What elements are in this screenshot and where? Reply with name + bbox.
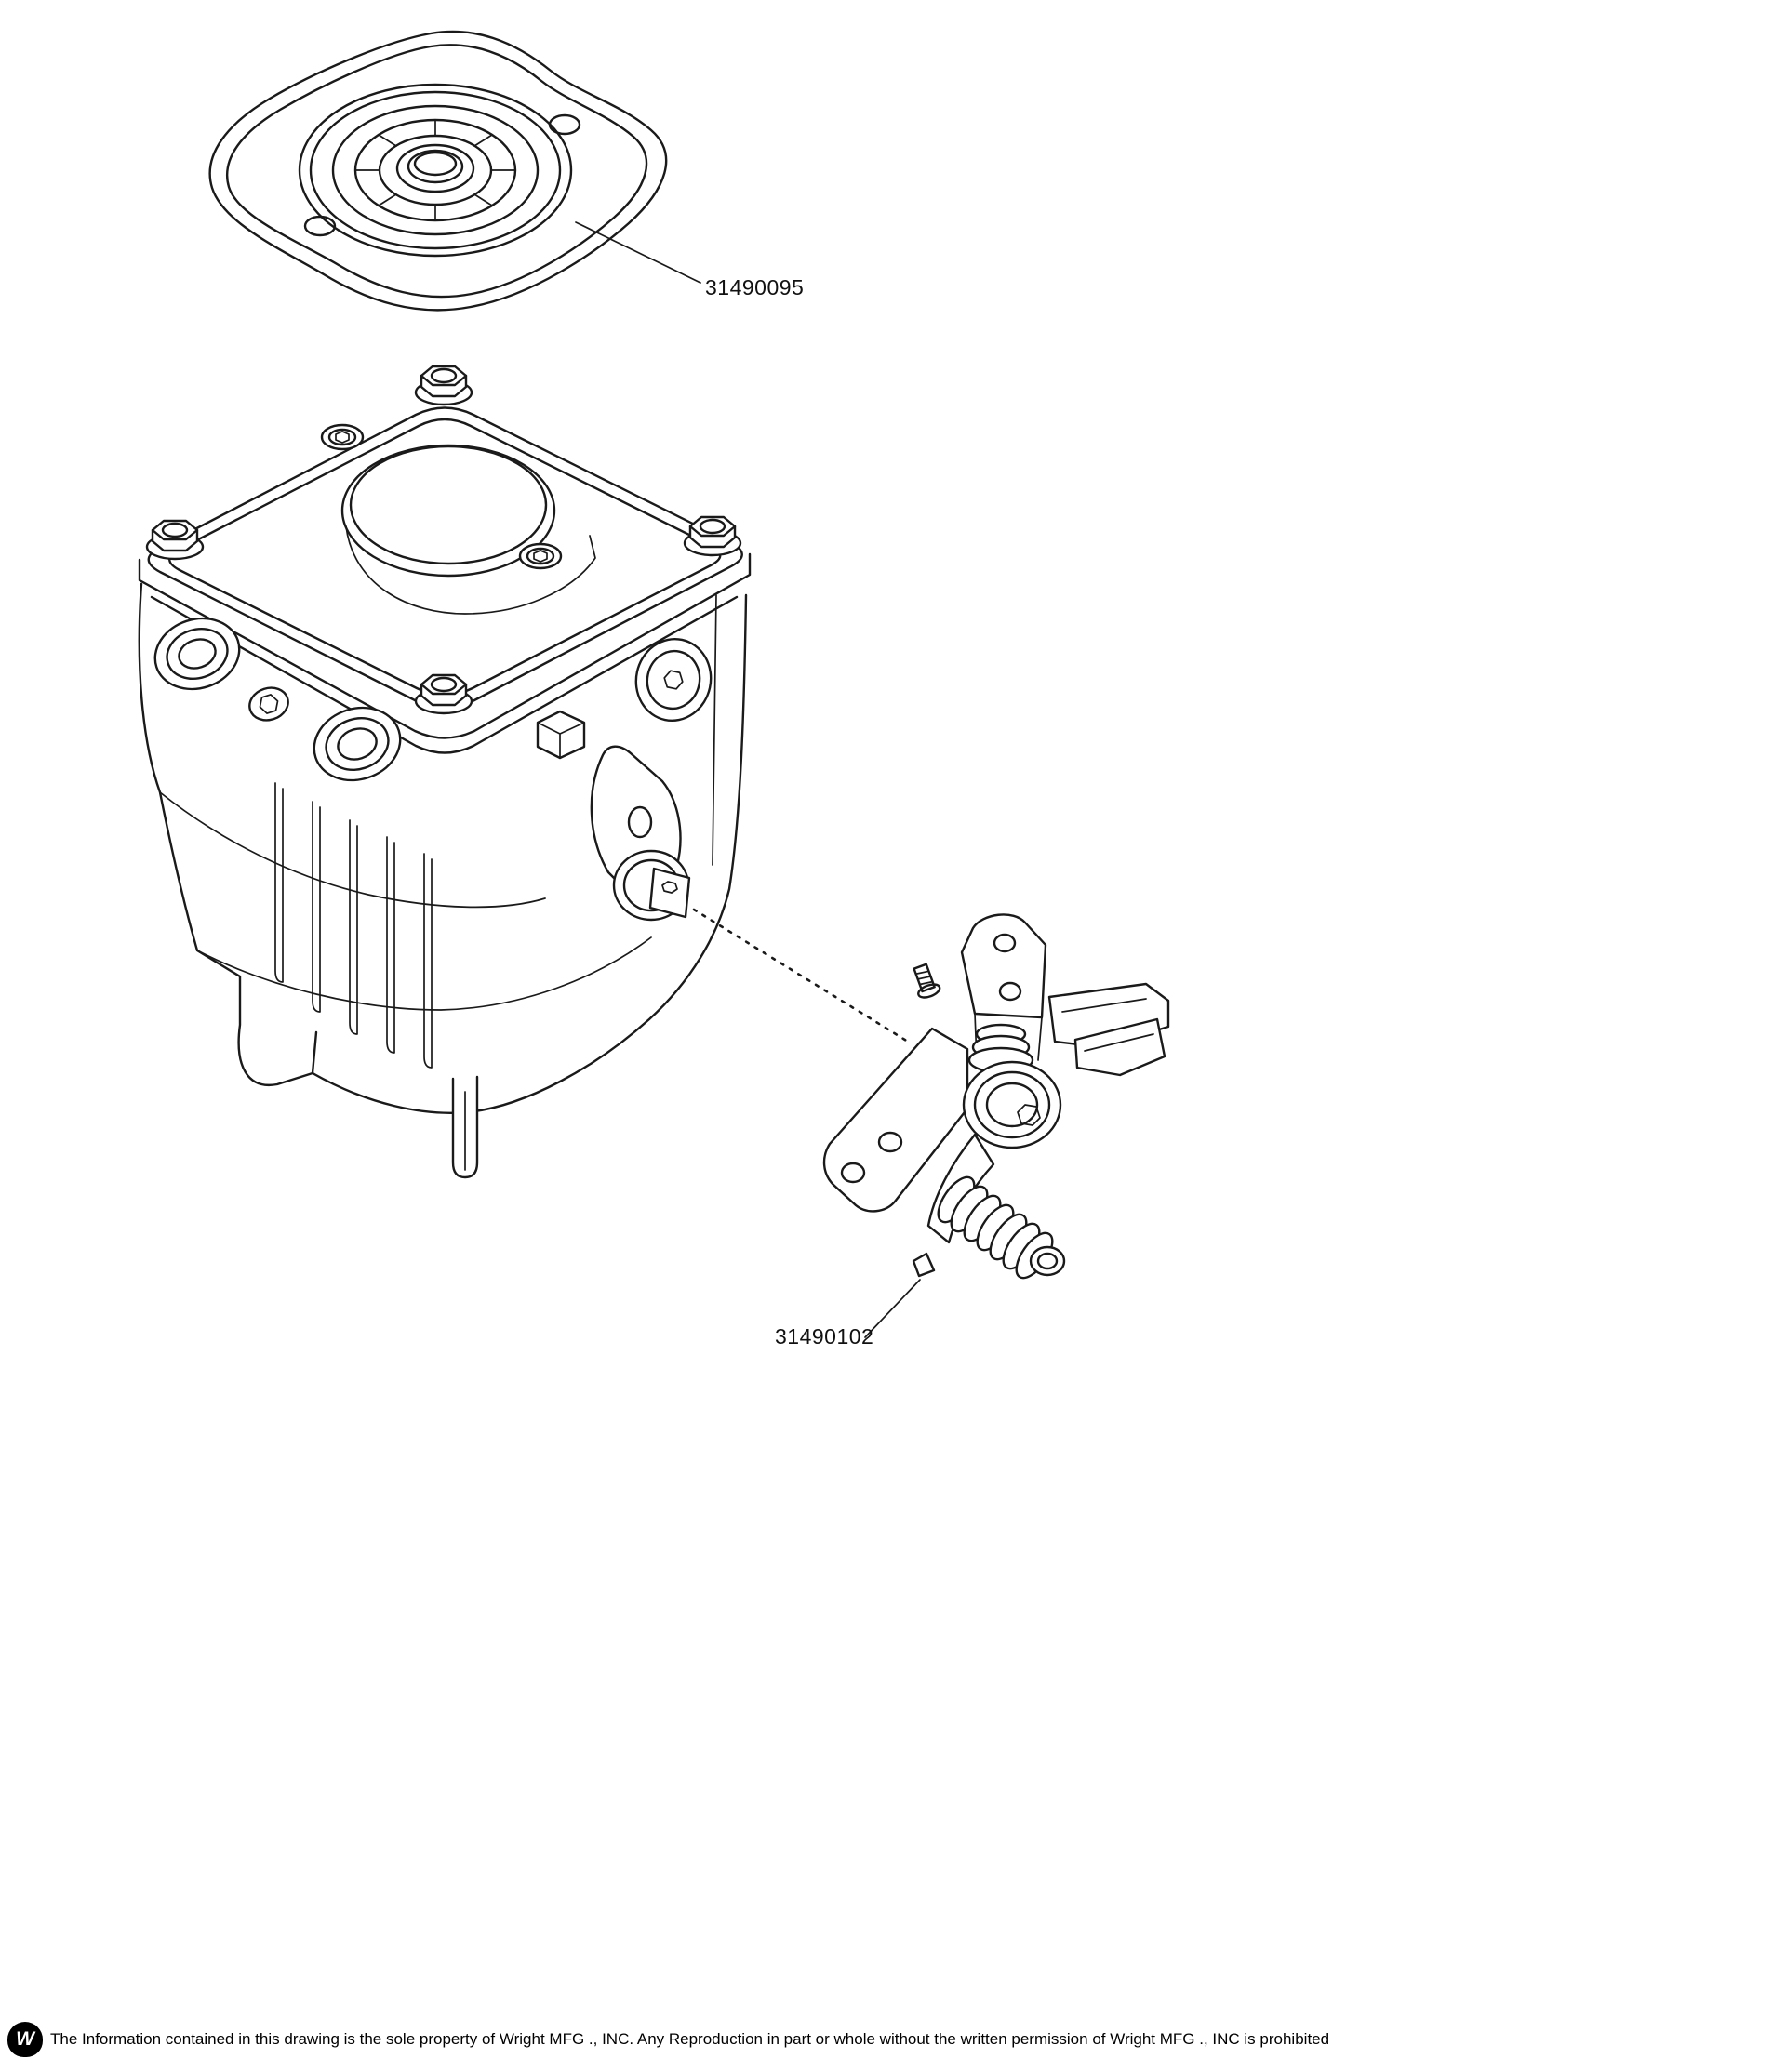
annotation-lines — [575, 221, 921, 1338]
footer: W The Information contained in this draw… — [7, 2022, 1775, 2057]
part-number-label-bracket: 31490102 — [775, 1324, 874, 1348]
pump-assembly-drawing — [138, 365, 752, 1179]
footer-disclaimer: The Information contained in this drawin… — [50, 2030, 1330, 2048]
part-number-label-gasket: 31490095 — [705, 275, 805, 299]
wright-mfg-logo: W — [7, 2022, 43, 2057]
dotted-alignment-line — [692, 908, 910, 1043]
gasket-seal-plate-drawing — [208, 30, 668, 312]
leader-line-gasket — [575, 221, 701, 284]
leader-line-bracket — [864, 1279, 921, 1338]
control-bracket-assembly-drawing — [822, 913, 1170, 1280]
